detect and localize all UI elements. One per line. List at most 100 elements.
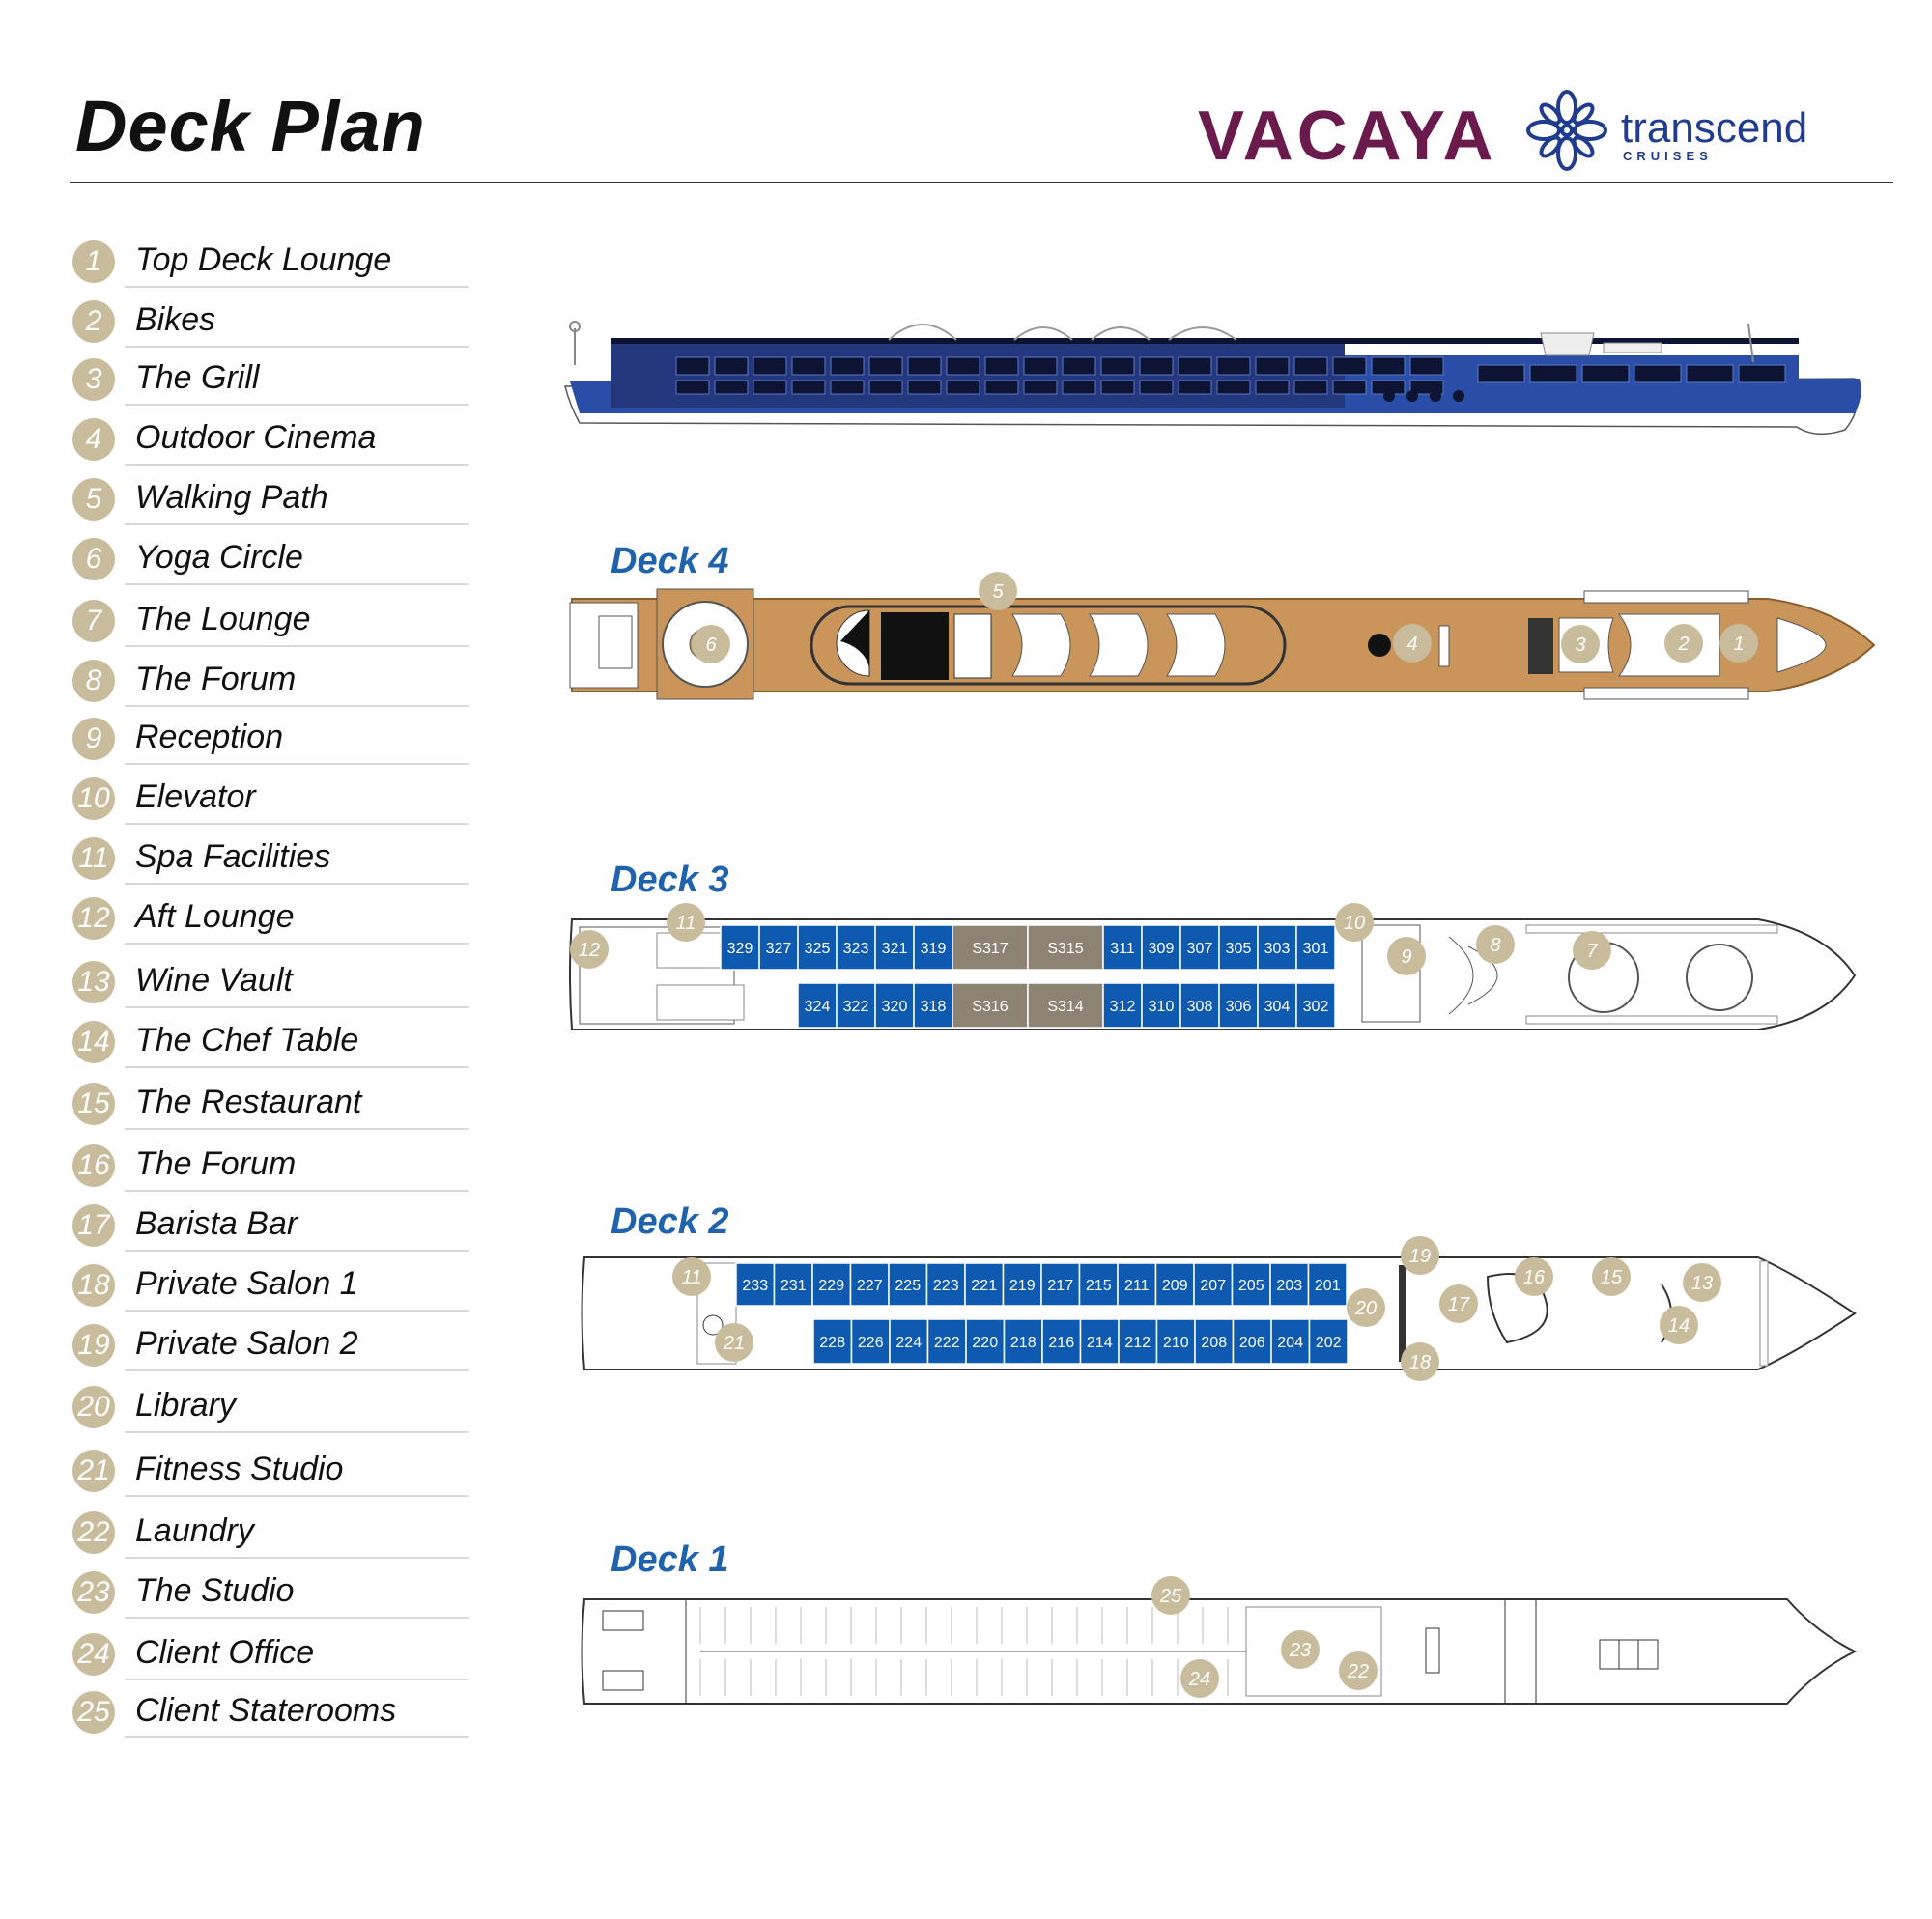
marker-circle	[979, 572, 1017, 610]
legend-label: Library	[135, 1387, 236, 1424]
cabin	[1003, 1318, 1043, 1365]
ship-side-profile	[564, 321, 1861, 436]
ship-window	[1062, 356, 1096, 376]
cabin-number: 302	[1303, 999, 1329, 1015]
legend-number-badge: 17	[72, 1204, 115, 1247]
ship-window	[907, 380, 942, 395]
marker-number: 3	[1575, 635, 1585, 656]
deck1-plan	[581, 1598, 1858, 1705]
marker-number: 1	[1733, 634, 1744, 655]
cabin-number: 211	[1124, 1278, 1150, 1294]
marker-circle	[1335, 903, 1374, 942]
legend-divider	[125, 943, 469, 945]
page-title: Deck Plan	[75, 86, 426, 166]
location-marker: 11	[672, 1257, 711, 1296]
transcend-logo-subtext: CRUISES	[1623, 149, 1713, 163]
legend-label: The Grill	[135, 359, 260, 396]
legend-number-badge: 6	[72, 538, 115, 580]
legend-divider	[125, 1431, 469, 1433]
cabin-number: 216	[1048, 1335, 1074, 1351]
ship-window	[1139, 380, 1174, 395]
suite-cabin	[952, 924, 1029, 971]
marker-circle	[1401, 1342, 1439, 1381]
ship-window	[984, 380, 1019, 395]
cabin	[720, 924, 760, 971]
legend-divider	[125, 1310, 469, 1312]
marker-number: 14	[1668, 1315, 1690, 1337]
location-marker: 15	[1592, 1257, 1631, 1296]
location-marker: 16	[1515, 1257, 1553, 1296]
location-marker: 22	[1339, 1651, 1378, 1690]
ship-window	[1023, 380, 1058, 395]
cabin	[913, 924, 953, 971]
legend-number-badge: 13	[72, 961, 115, 1003]
legend-divider	[125, 464, 469, 466]
cabin-number: 324	[805, 999, 831, 1015]
ship-window	[1409, 356, 1444, 376]
legend-divider	[125, 823, 469, 825]
ship-window	[1100, 356, 1135, 376]
legend-divider	[125, 1736, 469, 1738]
legend-label: Private Salon 2	[135, 1325, 358, 1362]
cabin	[913, 982, 953, 1029]
ship-window	[1062, 380, 1096, 395]
marker-circle	[570, 930, 609, 969]
location-marker: 20	[1347, 1288, 1385, 1327]
legend-divider	[125, 583, 469, 585]
suite-cabin	[952, 982, 1029, 1029]
marker-circle	[667, 903, 705, 942]
legend-label: Fitness Studio	[135, 1451, 344, 1487]
legend-divider	[125, 705, 469, 707]
legend-label: Spa Facilities	[135, 838, 331, 875]
cabin	[1308, 1318, 1349, 1365]
ship-window	[714, 380, 749, 395]
marker-circle	[1561, 625, 1600, 663]
ship-window	[868, 380, 903, 395]
marker-number: 12	[579, 940, 600, 961]
cabin	[797, 982, 838, 1029]
marker-circle	[1660, 1306, 1698, 1344]
cabin-number: 233	[742, 1278, 768, 1294]
marker-number: 9	[1401, 946, 1411, 968]
cabin	[1102, 924, 1143, 971]
cabin	[1257, 924, 1297, 971]
cabin-number: 329	[727, 941, 753, 957]
legend-number-badge: 2	[72, 300, 115, 343]
marker-circle	[1281, 1630, 1320, 1669]
marker-circle	[1719, 624, 1758, 663]
location-marker: 8	[1476, 925, 1515, 964]
ship-window	[1371, 356, 1406, 376]
legend-label: Yoga Circle	[135, 539, 303, 576]
marker-circle	[1573, 931, 1611, 970]
legend-label: Walking Path	[135, 479, 328, 516]
cabin-number: S315	[1047, 941, 1083, 957]
cabin-number: 224	[895, 1335, 922, 1351]
location-marker: 14	[1660, 1306, 1698, 1344]
cabin-number: 201	[1315, 1278, 1341, 1294]
deck3-label: Deck 3	[611, 860, 729, 900]
cabin	[1002, 1262, 1042, 1307]
legend-number-badge: 12	[72, 897, 115, 940]
legend-label: Reception	[135, 719, 284, 755]
cabin-number: 203	[1276, 1278, 1302, 1294]
location-marker: 2	[1664, 624, 1703, 663]
cabin-number: 221	[971, 1278, 997, 1294]
cabin	[888, 1262, 928, 1307]
cabin-number: 229	[818, 1278, 844, 1294]
ship-window	[753, 356, 787, 376]
legend-label: Laundry	[135, 1512, 254, 1549]
ship-window	[1023, 356, 1058, 376]
legend-label: Barista Bar	[135, 1205, 298, 1242]
legend-divider	[125, 645, 469, 647]
location-marker: 12	[570, 930, 609, 969]
marker-circle	[1180, 1659, 1219, 1698]
